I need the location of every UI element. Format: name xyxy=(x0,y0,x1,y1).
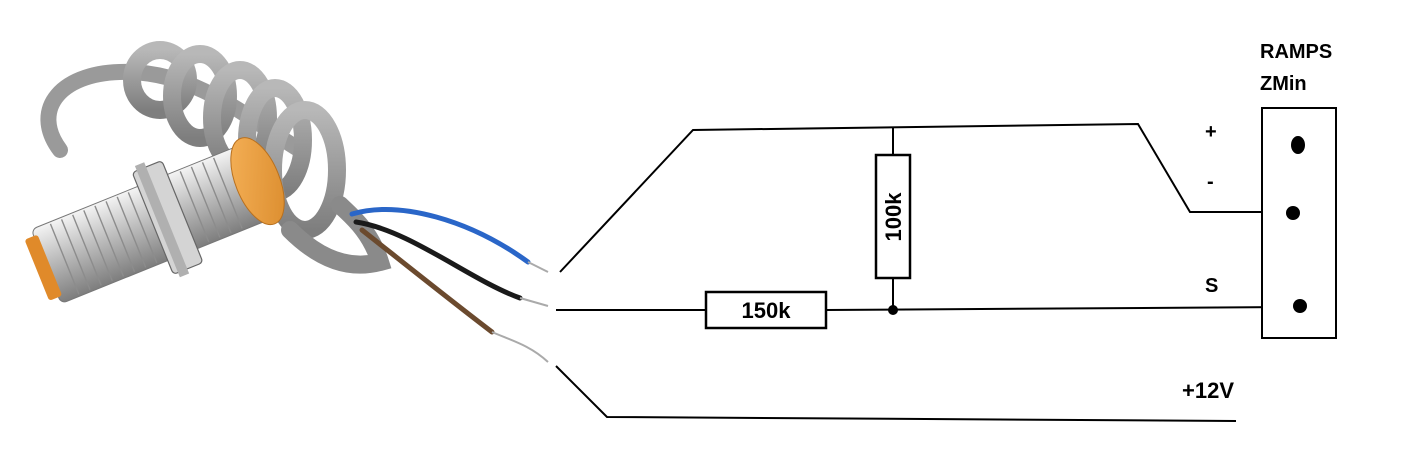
brown-lead-wire xyxy=(359,227,495,335)
wire-minus xyxy=(559,122,1292,273)
connector-title-ramps: RAMPS xyxy=(1260,41,1332,63)
junction-dot xyxy=(888,305,898,315)
pin-signal xyxy=(1293,299,1307,313)
connector-title-zmin: ZMin xyxy=(1260,73,1307,95)
supply-label: +12V xyxy=(1182,378,1234,403)
inductive-sensor-illustration xyxy=(25,41,549,363)
ramps-zmin-connector: RAMPS ZMin xyxy=(1260,41,1337,339)
wire-supply xyxy=(555,365,1237,422)
schematic-wires xyxy=(555,122,1301,422)
resistor-150k-label: 150k xyxy=(742,298,792,323)
blue-lead-wire xyxy=(349,207,531,265)
pin-minus-label: - xyxy=(1207,171,1214,193)
pin-plus xyxy=(1291,136,1305,154)
resistor-100k: 100k xyxy=(874,153,912,280)
black-lead-wire xyxy=(353,219,523,301)
resistor-150k: 150k xyxy=(704,290,828,330)
pin-signal-label: S xyxy=(1205,275,1218,297)
resistor-100k-label: 100k xyxy=(881,192,906,242)
pin-plus-label: + xyxy=(1205,121,1217,143)
wire-signal-right xyxy=(825,306,1301,311)
pin-minus xyxy=(1286,206,1300,220)
sensor-body xyxy=(25,137,285,303)
